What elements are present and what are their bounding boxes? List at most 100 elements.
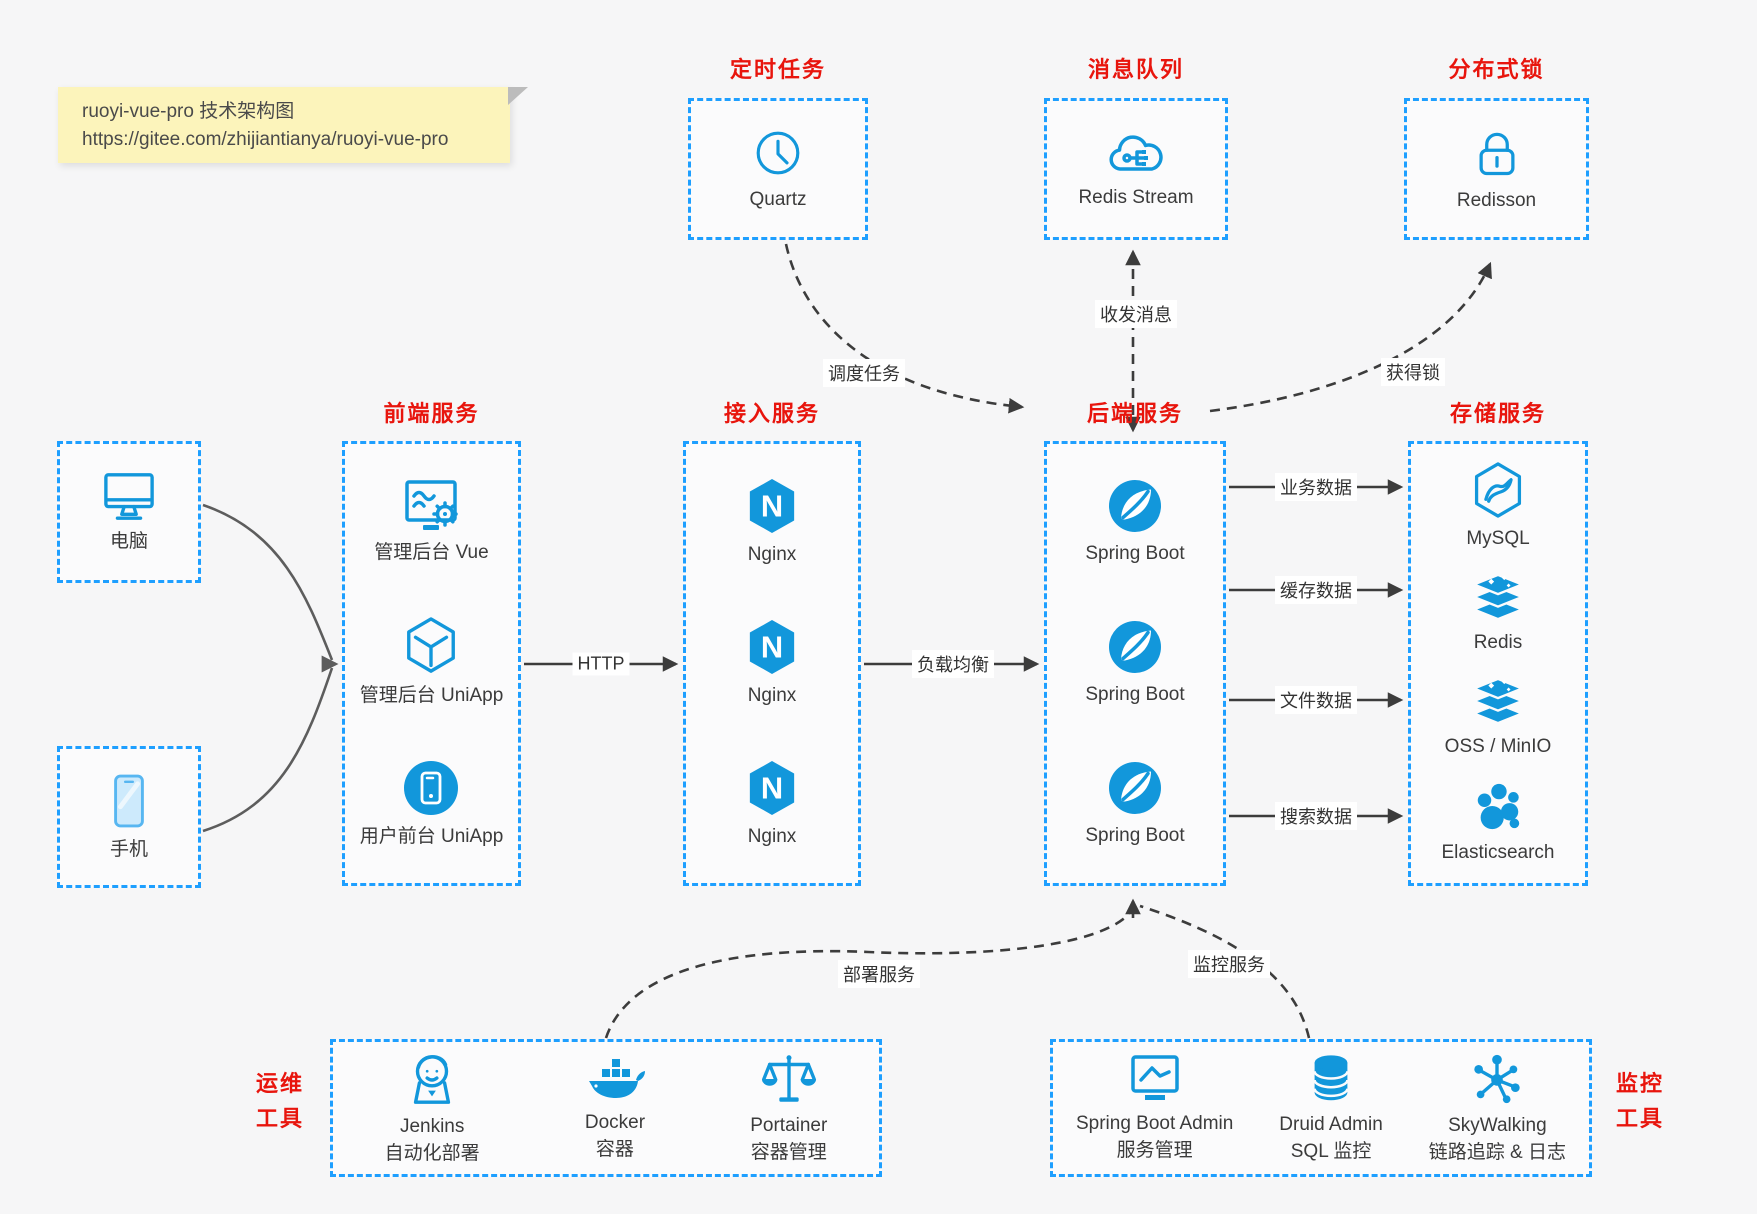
- skywalking-icon: [1474, 1054, 1521, 1103]
- node-phone: 手机: [106, 772, 152, 863]
- node-label: Elasticsearch: [1441, 841, 1555, 863]
- spring-boot-icon: [1108, 621, 1161, 673]
- elasticsearch-icon: [1477, 783, 1520, 829]
- note-title: ruoyi-vue-pro 技术架构图: [82, 101, 295, 122]
- node-redisson: Redisson: [1457, 125, 1536, 214]
- edge-label-acquire-lock: 获得锁: [1381, 358, 1445, 386]
- edge-acquire-lock: [1209, 261, 1492, 413]
- mysql-icon: [1474, 462, 1522, 519]
- node-label: Redis Stream: [1078, 186, 1194, 208]
- node-spring-boot-1: Spring Boot: [1085, 478, 1185, 567]
- edge-desktop-to-frontend: [202, 503, 334, 661]
- edge-label-load-balance: 负载均衡: [912, 650, 994, 678]
- sticky-note: ruoyi-vue-pro 技术架构图 https://gitee.com/zh…: [58, 87, 528, 163]
- desktop-icon: [104, 472, 154, 520]
- note-url: https://gitee.com/zhijiantianya/ruoyi-vu…: [82, 129, 449, 150]
- edge-label-schedule-task: 调度任务: [823, 359, 905, 387]
- node-sublabel: 自动化部署: [384, 1142, 480, 1164]
- node-label: 管理后台 Vue: [374, 542, 489, 563]
- client-box-phone: 手机: [57, 746, 201, 888]
- portainer-icon: [761, 1054, 816, 1102]
- user-app-icon: [404, 761, 459, 815]
- title-distributed-lock: 分布式锁: [1448, 57, 1545, 82]
- spring-boot-icon: [1108, 480, 1161, 532]
- docker-icon: [588, 1058, 645, 1098]
- node-label: Docker: [584, 1111, 646, 1133]
- label-ops-tools: 运维 工具: [255, 1071, 304, 1131]
- node-redis-stream: Redis Stream: [1078, 128, 1194, 211]
- node-spring-boot-3: Spring Boot: [1085, 760, 1185, 849]
- edge-label-deploy-service: 部署服务: [838, 960, 920, 988]
- node-label: 用户前台 UniApp: [359, 826, 504, 847]
- title-storage-services: 存储服务: [1449, 401, 1546, 426]
- title-scheduled-tasks: 定时任务: [729, 57, 826, 82]
- group-box-frontend: 管理后台 Vue 管理后台 UniApp 用户前台 UniApp: [342, 441, 521, 886]
- group-box-monitor-tools: Spring Boot Admin 服务管理 Druid Admin SQL 监…: [1050, 1039, 1592, 1177]
- node-sublabel: 容器管理: [750, 1141, 827, 1163]
- nginx-icon: N: [749, 479, 795, 533]
- node-spring-boot-admin: Spring Boot Admin 服务管理: [1076, 1053, 1233, 1164]
- node-sublabel: 链路追踪 & 日志: [1428, 1141, 1566, 1163]
- edge-label-file-data: 文件数据: [1275, 686, 1357, 714]
- node-label: Portainer: [750, 1114, 828, 1136]
- node-label: Redis: [1473, 632, 1523, 654]
- client-box-desktop: 电脑: [57, 441, 201, 583]
- node-quartz: Quartz: [749, 126, 807, 213]
- edge-label-http: HTTP: [572, 652, 630, 676]
- node-sublabel: 服务管理: [1116, 1139, 1193, 1161]
- oss-minio-icon: [1470, 677, 1526, 725]
- smartphone-icon: [114, 774, 144, 827]
- edge-label-business-data: 业务数据: [1275, 473, 1357, 501]
- edge-label-message: 收发消息: [1095, 300, 1177, 328]
- node-admin-vue: 管理后台 Vue: [374, 477, 489, 566]
- group-box-backend: Spring Boot Spring Boot Spring Boot: [1044, 441, 1226, 886]
- edge-label-cache-data: 缓存数据: [1275, 576, 1357, 604]
- svg-text:N: N: [761, 771, 783, 806]
- jenkins-icon: [414, 1054, 451, 1104]
- node-label: Druid Admin: [1279, 1113, 1383, 1135]
- group-box-redisson: Redisson: [1404, 98, 1589, 240]
- admin-vue-icon: [405, 480, 459, 530]
- node-user-uniapp: 用户前台 UniApp: [359, 759, 504, 850]
- node-nginx-3: N Nginx: [746, 759, 798, 850]
- druid-icon: [1313, 1054, 1349, 1100]
- edge-label-search-data: 搜索数据: [1275, 802, 1357, 830]
- node-label: Quartz: [749, 188, 807, 210]
- node-jenkins: Jenkins 自动化部署: [385, 1050, 480, 1167]
- node-spring-boot-2: Spring Boot: [1085, 619, 1185, 708]
- node-mysql: MySQL: [1466, 461, 1530, 552]
- group-box-redis-stream: Redis Stream: [1044, 98, 1228, 240]
- node-oss-minio: OSS / MinIO: [1444, 675, 1552, 760]
- group-box-storage: MySQL Redis OSS / MinIO: [1408, 441, 1588, 886]
- node-label: Spring Boot: [1085, 825, 1185, 846]
- note-fold-corner: [508, 87, 528, 105]
- node-label: Nginx: [747, 826, 797, 847]
- node-elasticsearch: Elasticsearch: [1442, 779, 1555, 866]
- node-label: OSS / MinIO: [1444, 735, 1552, 757]
- node-label: Spring Boot: [1085, 543, 1185, 564]
- title-frontend-services: 前端服务: [383, 401, 480, 426]
- node-label: Nginx: [747, 685, 797, 706]
- group-box-access: N Nginx N Nginx N Nginx: [683, 441, 861, 886]
- label-monitor-tools: 监控 工具: [1615, 1071, 1664, 1131]
- group-box-quartz: Quartz: [688, 98, 868, 240]
- spring-boot-admin-icon: [1130, 1054, 1179, 1100]
- node-label: Spring Boot Admin: [1075, 1112, 1234, 1134]
- node-nginx-1: N Nginx: [746, 477, 798, 568]
- node-redis: Redis: [1470, 571, 1526, 656]
- node-label: SkyWalking: [1448, 1114, 1547, 1136]
- node-sublabel: SQL 监控: [1290, 1140, 1372, 1162]
- clock-icon: [756, 131, 800, 174]
- node-label: Jenkins: [399, 1115, 465, 1137]
- title-backend-services: 后端服务: [1086, 401, 1183, 426]
- node-label: MySQL: [1466, 528, 1530, 550]
- node-desktop: 电脑: [100, 470, 158, 555]
- edge-label-monitor-service: 监控服务: [1188, 950, 1270, 978]
- node-label: Redisson: [1456, 189, 1537, 211]
- node-druid-admin: Druid Admin SQL 监控: [1279, 1052, 1383, 1165]
- svg-text:N: N: [761, 489, 783, 524]
- redis-icon: [1470, 573, 1526, 621]
- node-docker: Docker 容器: [583, 1054, 647, 1163]
- node-skywalking: SkyWalking 链路追踪 & 日志: [1429, 1051, 1566, 1166]
